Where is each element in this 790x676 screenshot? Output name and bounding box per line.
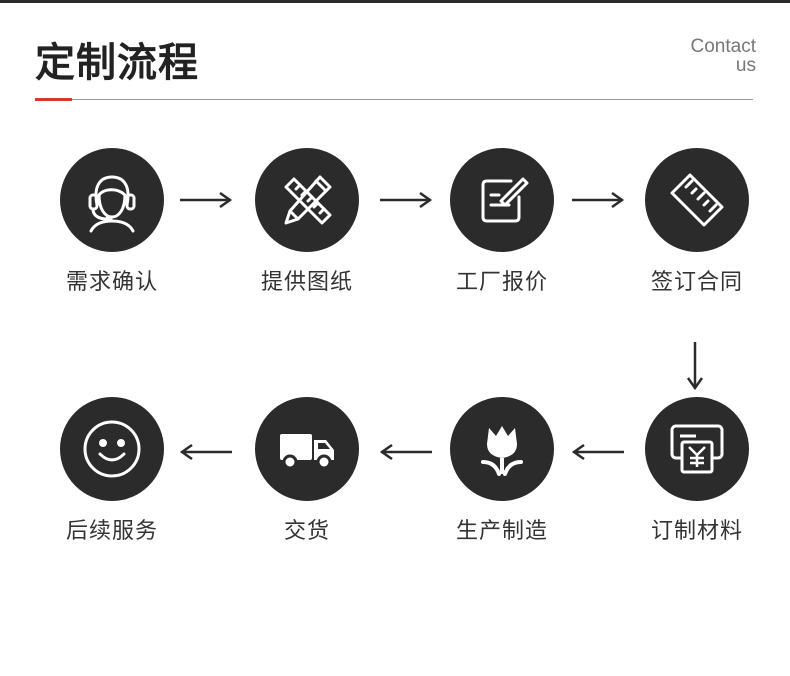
step-label: 工厂报价 — [455, 270, 548, 295]
tulip-icon — [481, 426, 523, 476]
step-label: 生产制造 — [455, 519, 548, 544]
contact-line-2: us — [735, 55, 756, 76]
arrow-right-icon — [572, 191, 625, 209]
contact-line-1: Contact — [690, 36, 756, 57]
step-circle — [60, 148, 164, 252]
step-label: 需求确认 — [65, 270, 158, 295]
step-sign-contract: 签订合同 — [627, 148, 767, 296]
arrow-left-icon — [179, 443, 232, 461]
step-label: 提供图纸 — [260, 270, 353, 295]
step-label: 签订合同 — [650, 270, 743, 295]
step-circle — [255, 397, 359, 501]
step-provide-drawings: 提供图纸 — [237, 148, 377, 296]
top-border — [0, 0, 790, 3]
arrow-right-icon — [180, 191, 233, 209]
delivery-truck-icon — [280, 434, 334, 470]
step-manufacturing: 生产制造 — [432, 397, 572, 545]
arrow-down-icon — [686, 342, 704, 391]
payment-receipt-icon — [670, 424, 724, 474]
step-label: 交货 — [283, 519, 330, 544]
ruler-icon — [670, 173, 724, 227]
step-circle — [645, 397, 749, 501]
header-divider — [35, 99, 753, 100]
step-delivery: 交货 — [237, 397, 377, 545]
contact-us-link[interactable]: Contact us — [691, 37, 756, 75]
step-circle — [450, 397, 554, 501]
step-label: 后续服务 — [65, 519, 158, 544]
edit-document-icon — [481, 177, 529, 223]
arrow-left-icon — [571, 443, 624, 461]
step-after-sales-service: 后续服务 — [42, 397, 182, 545]
arrow-left-icon — [379, 443, 432, 461]
step-label: 订制材料 — [650, 519, 743, 544]
headset-agent-icon — [88, 175, 136, 233]
step-circle — [60, 397, 164, 501]
step-circle — [645, 148, 749, 252]
step-circle — [450, 148, 554, 252]
smiley-icon — [83, 420, 141, 478]
pencil-ruler-icon — [284, 175, 332, 225]
arrow-right-icon — [380, 191, 433, 209]
step-circle — [255, 148, 359, 252]
step-requirement-confirm: 需求确认 — [42, 148, 182, 296]
step-factory-quote: 工厂报价 — [432, 148, 572, 296]
page-title: 定制流程 — [35, 40, 199, 86]
step-custom-materials: 订制材料 — [627, 397, 767, 545]
title-accent-bar — [35, 98, 72, 101]
